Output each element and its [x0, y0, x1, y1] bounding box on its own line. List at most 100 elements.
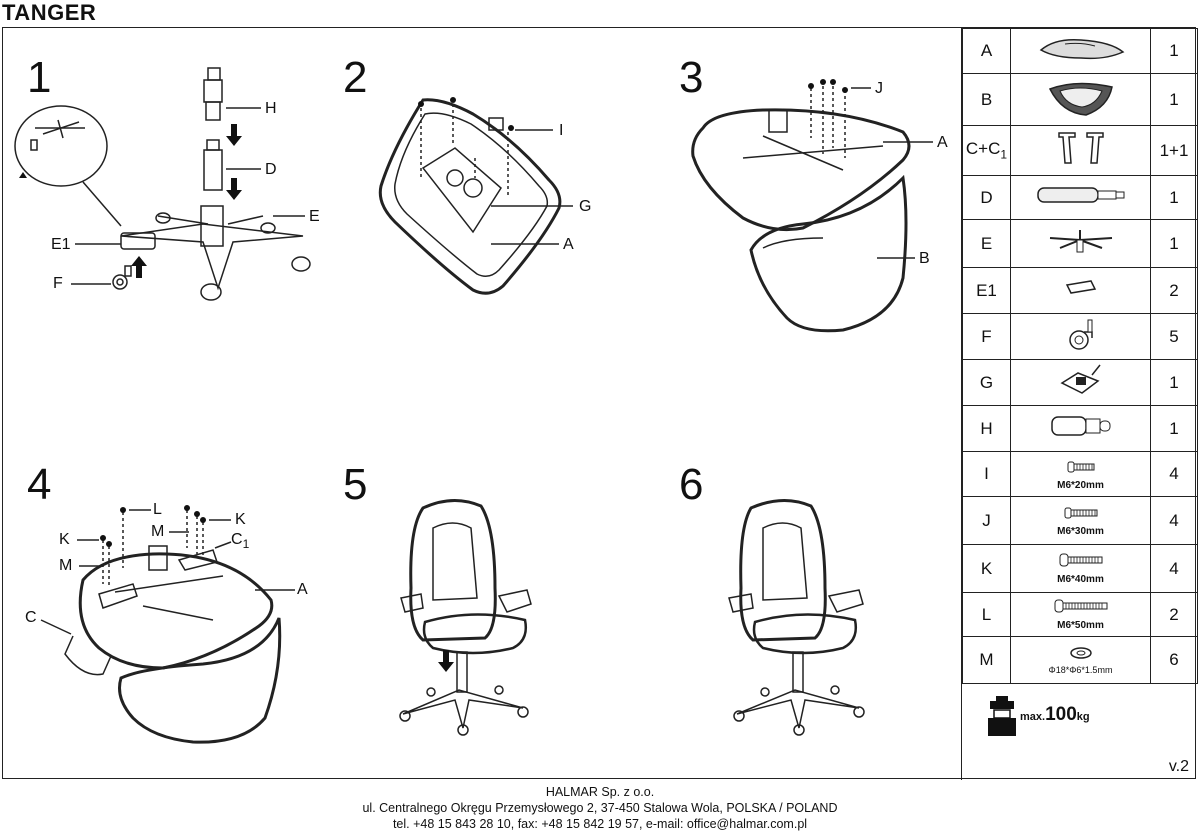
bolt-icon: M6*50mm	[1010, 592, 1151, 637]
step-2-number: 2	[343, 53, 368, 102]
part-row-e: E 1	[962, 219, 1198, 268]
part-id: K	[962, 544, 1011, 593]
step-2-label-i: I	[559, 122, 564, 139]
part-row-l: L M6*50mm 2	[962, 592, 1198, 637]
step-1-number: 1	[27, 53, 52, 102]
step-4-label-c1: C1	[231, 531, 250, 552]
part-qty: 1	[1150, 405, 1198, 452]
part-row-e1: E1 2	[962, 267, 1198, 314]
part-row-c: C+C1 1+1	[962, 125, 1198, 176]
part-qty: 1	[1150, 28, 1198, 74]
instruction-frame: 1	[2, 27, 1198, 780]
parts-list: A 1 B 1 C+C1 1+1 D 1 E 1	[961, 28, 1198, 780]
part-qty: 4	[1150, 496, 1198, 545]
version-label: v.2	[1168, 758, 1189, 775]
part-qty: 2	[1150, 592, 1198, 637]
part-row-g: G 1	[962, 359, 1198, 406]
part-id: I	[962, 451, 1011, 497]
gas-lift-cover-icon	[1010, 405, 1151, 452]
step-1-label-h: H	[265, 100, 277, 117]
part-id: E	[962, 219, 1011, 268]
step-4-label-k-right: K	[235, 511, 246, 528]
step-5-number: 5	[343, 460, 368, 509]
caster-icon	[1010, 313, 1151, 360]
step-2-illustration	[378, 97, 573, 295]
step-4-label-m-left: M	[59, 557, 73, 574]
part-row-a: A 1	[962, 28, 1198, 74]
part-id: C+C1	[962, 125, 1011, 176]
part-id: D	[962, 175, 1011, 220]
seat-icon	[1010, 28, 1151, 74]
footer: HALMAR Sp. z o.o. ul. Centralnego Okręgu…	[0, 784, 1200, 832]
step-4-label-c: C	[25, 609, 37, 626]
armrests-icon	[1010, 125, 1151, 176]
part-qty: 1	[1150, 219, 1198, 268]
step-1-label-f: F	[53, 275, 63, 292]
part-qty: 6	[1150, 636, 1198, 684]
part-qty: 4	[1150, 451, 1198, 497]
step-4-label-m-right: M	[151, 523, 165, 540]
part-qty: 1	[1150, 73, 1198, 126]
part-qty: 5	[1150, 313, 1198, 360]
footer-address: ul. Centralnego Okręgu Przemysłowego 2, …	[362, 801, 838, 815]
part-row-m: M Φ18*Φ6*1.5mm 6	[962, 636, 1198, 684]
bolt-icon: M6*40mm	[1010, 544, 1151, 593]
part-qty: 1	[1150, 175, 1198, 220]
part-row-f: F 5	[962, 313, 1198, 360]
step-6-illustration	[728, 499, 865, 736]
step-2-label-a: A	[563, 236, 574, 253]
part-id: M	[962, 636, 1011, 684]
part-id: J	[962, 496, 1011, 545]
part-id: H	[962, 405, 1011, 452]
bolt-icon: M6*20mm	[1010, 451, 1151, 497]
part-id: B	[962, 73, 1011, 126]
washer-icon: Φ18*Φ6*1.5mm	[1010, 636, 1151, 684]
step-3-number: 3	[679, 53, 704, 102]
step-1-label-e1: E1	[51, 236, 71, 253]
parts-table: A 1 B 1 C+C1 1+1 D 1 E 1	[962, 28, 1198, 684]
part-id: L	[962, 592, 1011, 637]
part-qty: 4	[1150, 544, 1198, 593]
step-3-label-j: J	[875, 80, 883, 97]
part-row-k: K M6*40mm 4	[962, 544, 1198, 593]
step-3-illustration	[691, 79, 933, 333]
weight-icon	[988, 696, 1016, 736]
document-title: TANGER	[2, 0, 97, 25]
part-id: E1	[962, 267, 1011, 314]
part-id: A	[962, 28, 1011, 74]
bolt-icon: M6*30mm	[1010, 496, 1151, 545]
part-row-j: J M6*30mm 4	[962, 496, 1198, 545]
part-id: F	[962, 313, 1011, 360]
max-load: max.100kg	[968, 690, 1198, 750]
step-4-label-l: L	[153, 501, 162, 518]
step-1-label-e: E	[309, 208, 320, 225]
footer-company: HALMAR Sp. z o.o.	[545, 785, 655, 799]
part-row-b: B 1	[962, 73, 1198, 126]
tilt-mechanism-icon	[1010, 359, 1151, 406]
step-4-label-a: A	[297, 581, 308, 598]
part-id: G	[962, 359, 1011, 406]
gas-lift-icon	[1010, 175, 1151, 220]
part-qty: 2	[1150, 267, 1198, 314]
step-3-label-b: B	[919, 250, 930, 267]
backrest-icon	[1010, 73, 1151, 126]
step-6-number: 6	[679, 460, 704, 509]
step-1-illustration	[14, 67, 311, 301]
footer-contact: tel. +48 15 843 28 10, fax: +48 15 842 1…	[392, 817, 808, 831]
step-1-label-d: D	[265, 161, 277, 178]
step-4-number: 4	[27, 460, 52, 509]
part-qty: 1+1	[1150, 125, 1198, 176]
part-row-h: H 1	[962, 405, 1198, 452]
base-cover-icon	[1010, 267, 1151, 314]
part-row-i: I M6*20mm 4	[962, 451, 1198, 497]
step-5-illustration	[399, 499, 532, 736]
part-row-d: D 1	[962, 175, 1198, 220]
part-qty: 1	[1150, 359, 1198, 406]
step-4-label-k-left: K	[59, 531, 70, 548]
assembly-steps: 1	[3, 28, 963, 780]
step-4-illustration	[40, 505, 295, 744]
step-3-label-a: A	[937, 134, 948, 151]
max-load-text: max.100kg	[1020, 704, 1090, 725]
star-base-icon	[1010, 219, 1151, 268]
step-2-label-g: G	[579, 198, 592, 215]
